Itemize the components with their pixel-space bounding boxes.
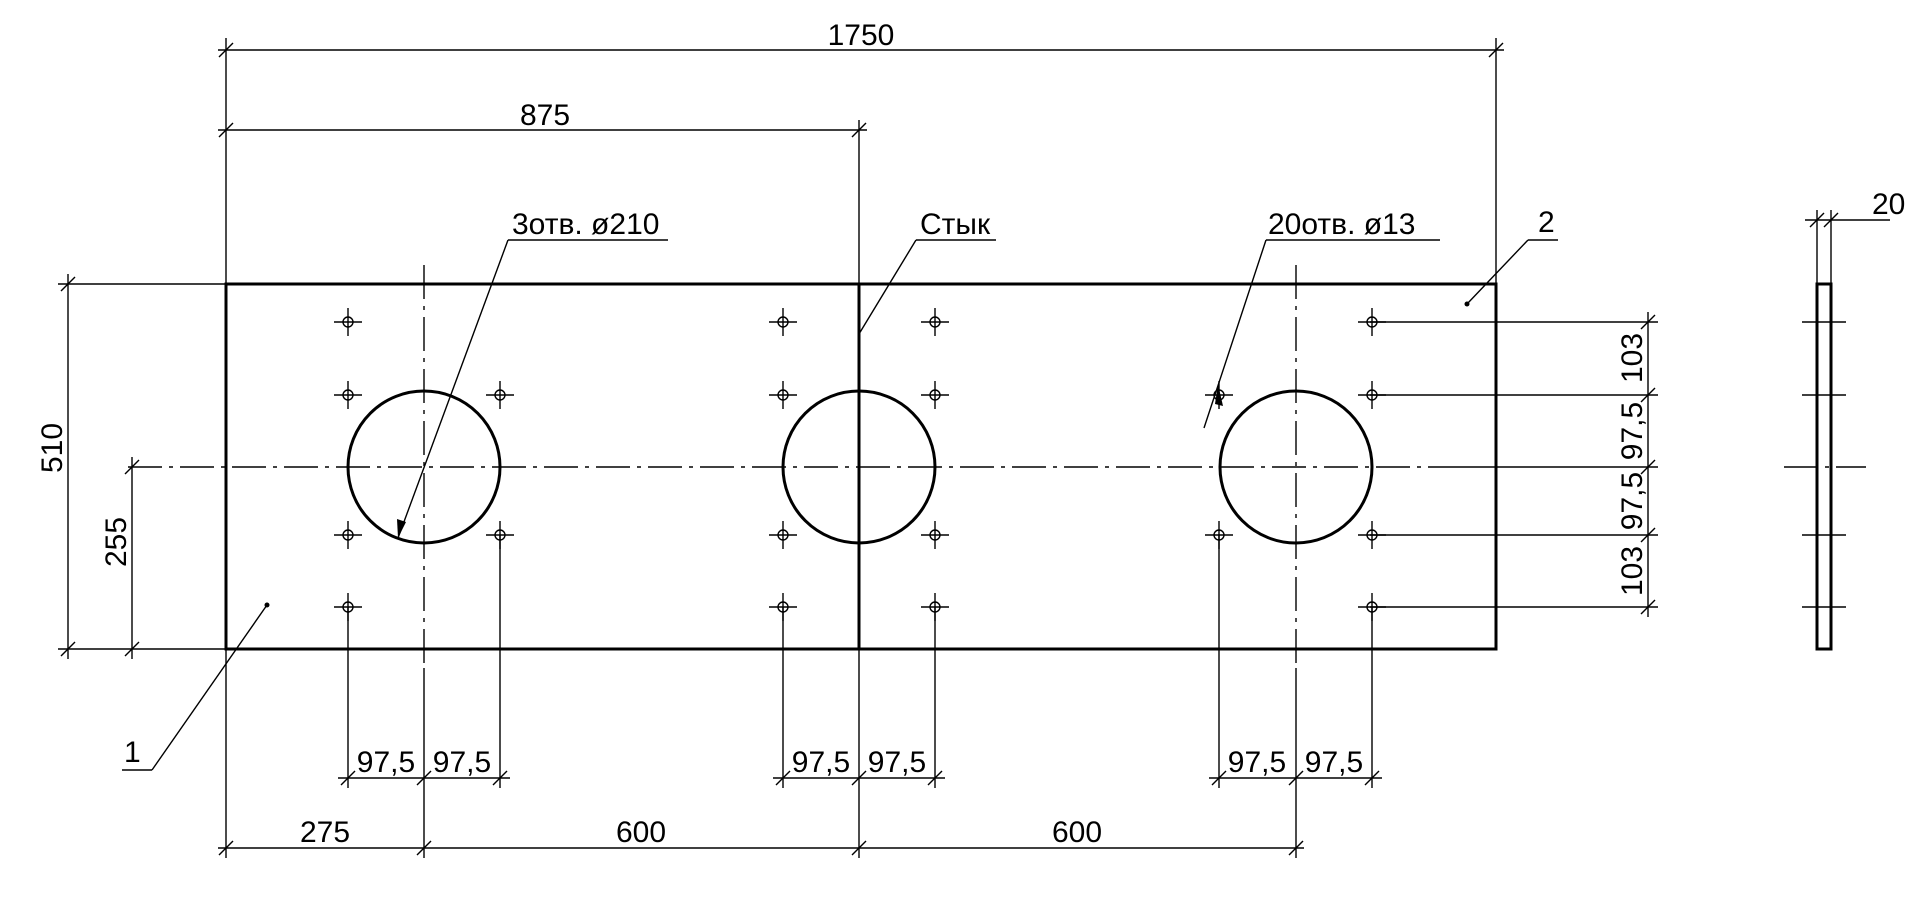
label-joint: Стык: [920, 208, 991, 241]
label-large-holes: 3отв. ø210: [512, 208, 659, 241]
leader-large-holes: 3отв. ø210: [397, 208, 668, 539]
dim-bolt-2a: 97,5: [792, 746, 850, 779]
bolt-hole: [486, 381, 514, 409]
dim-bolt-2b: 97,5: [868, 746, 926, 779]
dim-height: 510: [36, 423, 69, 473]
dim-1750: 1750: [218, 19, 1504, 284]
bolt-hole: [921, 521, 949, 549]
dim-half-height: 255: [100, 517, 133, 567]
large-hole: [346, 389, 502, 545]
bolt-hole: [769, 381, 797, 409]
dim-first-offset: 275: [300, 816, 350, 849]
bolt-hole: [921, 381, 949, 409]
large-hole: [1218, 389, 1374, 545]
dim-bolt-1b: 97,5: [433, 746, 491, 779]
dim-spacing-row: 275 600 600: [218, 649, 1304, 858]
side-view: 20: [1784, 188, 1905, 651]
bolt-hole: [769, 521, 797, 549]
dim-875: 875: [218, 99, 867, 284]
dim-bolt-offset-upper: 97,5: [1616, 402, 1649, 460]
label-small-holes: 20отв. ø13: [1268, 208, 1415, 241]
leader-small-holes: 20отв. ø13: [1203, 208, 1440, 429]
dim-thickness: 20: [1872, 188, 1905, 221]
leader-part-2: 2: [1464, 206, 1558, 307]
dim-overall-length: 1750: [828, 19, 895, 52]
bolt-hole: [769, 308, 797, 336]
label-part-2: 2: [1538, 206, 1555, 239]
dim-bolt-1a: 97,5: [357, 746, 415, 779]
leader-part-1: 1: [122, 602, 270, 771]
dim-bolt-3b: 97,5: [1305, 746, 1363, 779]
dim-255: 255: [100, 457, 140, 659]
bolt-hole: [334, 308, 362, 336]
leader-joint: Стык: [858, 208, 996, 335]
label-part-1: 1: [124, 736, 141, 769]
dim-bolt-offset-lower: 97,5: [1616, 472, 1649, 530]
large-hole: [781, 389, 937, 545]
bolt-hole: [921, 308, 949, 336]
dim-spacing-1: 600: [616, 816, 666, 849]
dim-edge-bolt-top: 103: [1616, 333, 1649, 383]
dim-half-length: 875: [520, 99, 570, 132]
dim-edge-bolt-bottom: 103: [1616, 546, 1649, 596]
bolt-hole: [334, 381, 362, 409]
dim-bolt-3a: 97,5: [1228, 746, 1286, 779]
bolt-hole: [334, 521, 362, 549]
dim-510: 510: [36, 274, 226, 659]
dim-bolt-row: 97,5 97,5 97,5 97,5 97,5 97,5: [338, 535, 1382, 788]
large-holes: [346, 389, 1374, 545]
dim-spacing-2: 600: [1052, 816, 1102, 849]
dim-right-chain: 103 97,5 97,5 103: [1370, 312, 1658, 617]
